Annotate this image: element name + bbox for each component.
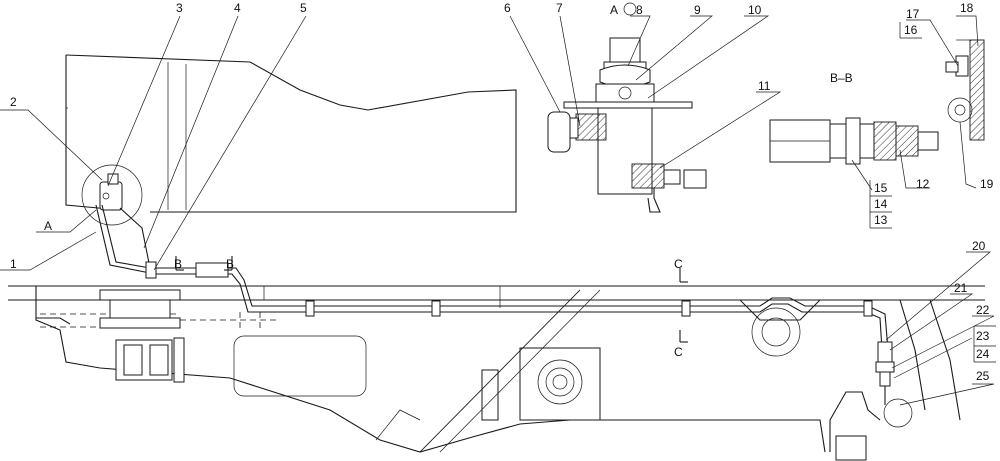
section-c-bracket [945,39,985,141]
callout-labels: 1 2 3 4 5 6 7 8 9 10 11 12 13 14 15 16 1… [10,1,994,383]
cut-b-left-label: B [174,257,182,271]
leader-lines [0,15,995,453]
callout-25: 25 [976,369,990,383]
section-bb [769,117,939,165]
left-mechanism [99,289,185,383]
callout-3: 3 [176,1,183,15]
frame-window [233,335,367,397]
detail-circle-a [81,164,143,226]
callout-5: 5 [300,1,307,15]
callout-16: 16 [904,23,918,37]
callout-24: 24 [976,347,990,361]
cut-c-bottom-label: C [674,345,683,359]
callout-19: 19 [980,177,994,191]
callout-21: 21 [954,281,968,295]
callout-8: 8 [636,3,643,17]
center-bearing-block [481,347,601,421]
callout-22: 22 [976,303,990,317]
lower-right-valve [829,341,913,461]
section-cut-marks [175,256,688,343]
callout-10: 10 [748,3,762,17]
callout-20: 20 [972,239,986,253]
callout-17: 17 [906,7,920,21]
section-labels: A B–B A B B C C [44,3,853,359]
callout-1: 1 [10,257,17,271]
callout-2: 2 [10,95,17,109]
main-frame [8,285,985,453]
pipe-run [145,261,889,351]
right-pulley [751,307,801,357]
callout-15: 15 [874,181,888,195]
callout-6: 6 [504,1,511,15]
section-bb-label: B–B [830,71,853,85]
callout-9: 9 [694,3,701,17]
callout-12: 12 [916,177,930,191]
hopper-body [65,54,517,213]
callout-23: 23 [976,329,990,343]
callout-13: 13 [874,213,888,227]
detail-a-label: A [44,219,52,233]
cut-c-top-label: C [674,257,683,271]
detail-a-valve [547,2,707,213]
callout-14: 14 [874,197,888,211]
callout-11: 11 [758,79,771,93]
callout-4: 4 [234,1,241,15]
cut-b-right-label: B [226,257,234,271]
callout-7: 7 [556,1,563,15]
view-a-label: A [610,3,618,17]
hose-assembly-1 [95,204,151,274]
callout-18: 18 [960,1,974,15]
callout-boxes [869,22,996,363]
